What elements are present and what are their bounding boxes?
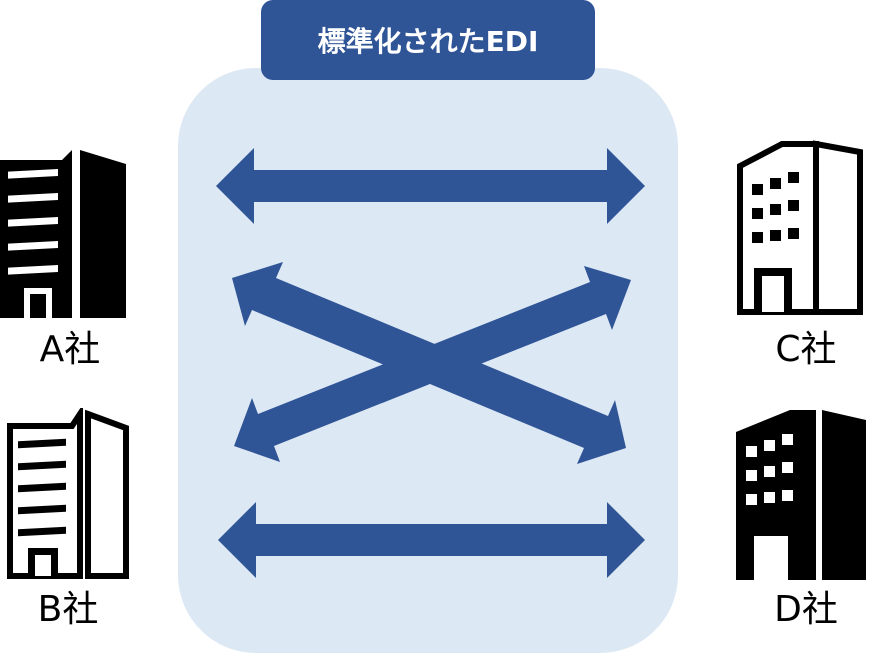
building-d-side — [822, 410, 866, 580]
office-building-icon — [7, 408, 129, 579]
company-c-label: C社 — [775, 329, 837, 370]
company-b-label: B社 — [37, 589, 99, 630]
building-c-side — [813, 140, 863, 315]
edi-title-banner: 標準化されたEDI — [261, 0, 595, 80]
edi-title-text: 標準化されたEDI — [317, 25, 539, 58]
arrow-b-c — [234, 266, 631, 462]
company-a-label: A社 — [39, 329, 101, 370]
building-a-front — [0, 150, 72, 318]
office-building-icon — [0, 150, 126, 318]
building-a-side — [80, 150, 126, 318]
arrow-a-c — [216, 148, 645, 224]
building-b-side — [85, 409, 129, 579]
arrow-b-d — [218, 502, 645, 578]
office-building-icon — [737, 140, 863, 315]
office-building-icon — [736, 410, 866, 580]
company-d-label: D社 — [774, 589, 838, 630]
